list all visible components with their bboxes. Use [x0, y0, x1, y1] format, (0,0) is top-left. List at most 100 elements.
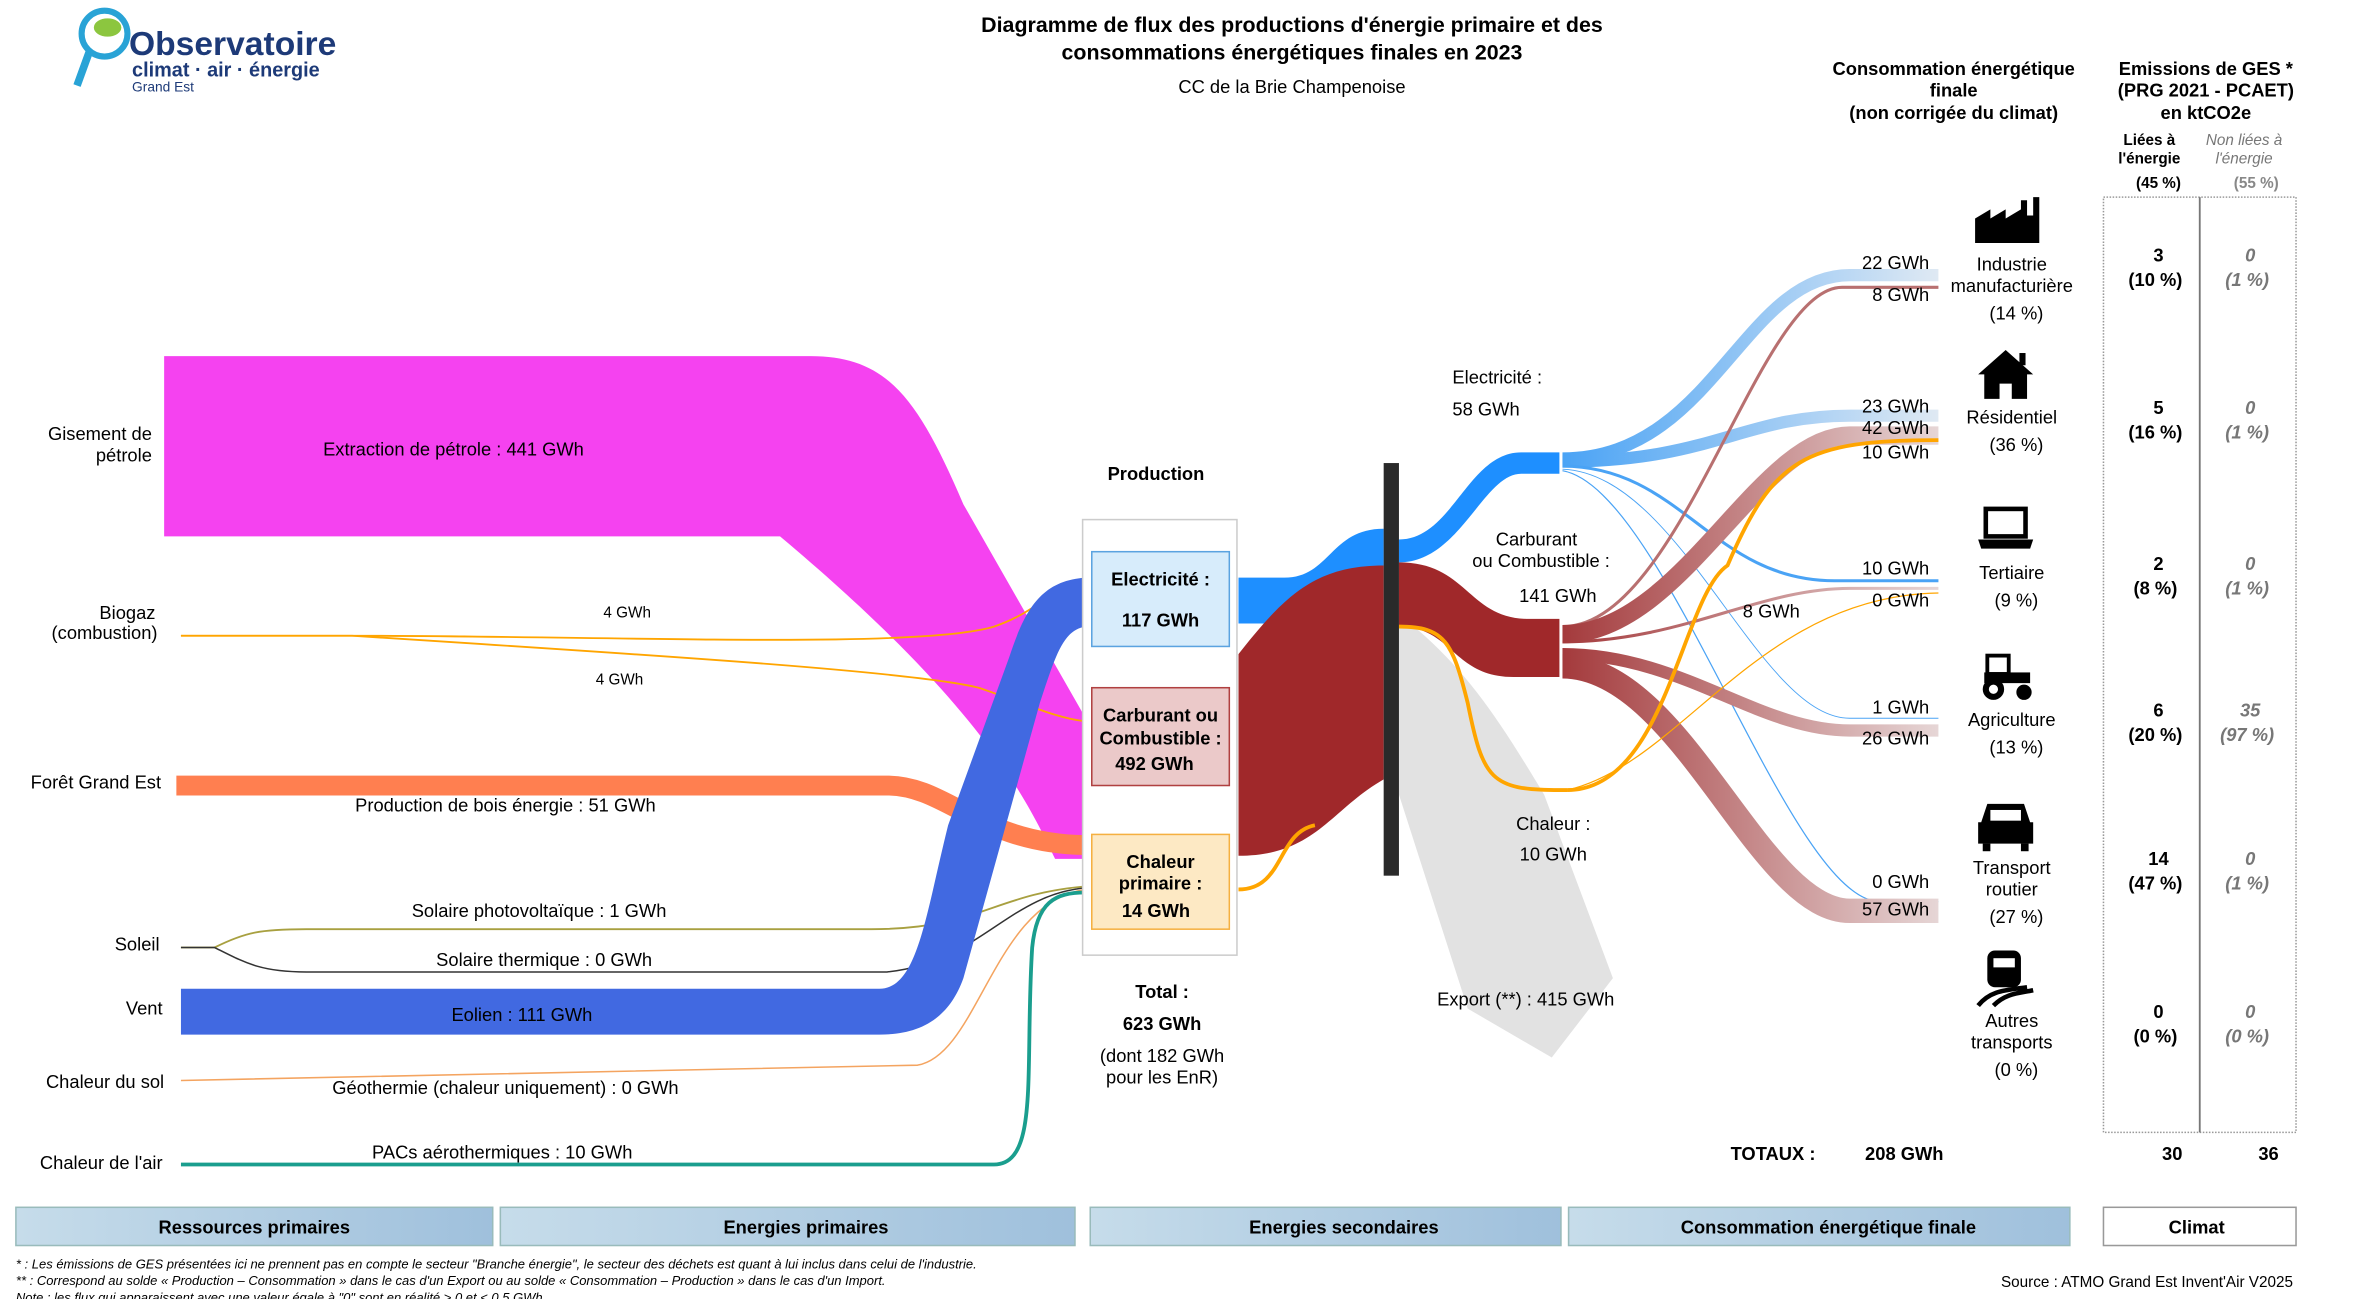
ges-header3: en ktCO2e	[2161, 102, 2252, 123]
subtitle: CC de la Brie Champenoise	[1178, 76, 1405, 97]
flow-bar-carb	[1398, 562, 1560, 678]
source: Source : ATMO Grand Est Invent'Air V2025	[2001, 1274, 2293, 1291]
node-elec-value: 117 GWh	[1122, 610, 1199, 631]
sec-elec-label: Electricité :	[1452, 367, 1542, 388]
ges-nonenergy-value: 0	[2245, 397, 2256, 418]
sector-name: Agriculture	[1968, 709, 2056, 730]
ges-total2: 36	[2258, 1143, 2278, 1164]
factory-icon	[1975, 197, 2040, 243]
sec-chal-value: 10 GWh	[1520, 843, 1587, 864]
ges-energy-pct: (20 %)	[2128, 724, 2182, 745]
footnote-1: * : Les émissions de GES présentées ici …	[16, 1256, 977, 1271]
ges-col2b: l'énergie	[2215, 151, 2272, 168]
resource-biogaz-label2: (combustion)	[52, 622, 158, 643]
ges-energy-value: 5	[2153, 397, 2163, 418]
magnifier-icon	[78, 7, 131, 60]
resource-soleil-label: Soleil	[115, 934, 160, 955]
ges-nonenergy-value: 0	[2245, 1001, 2256, 1022]
flow-petrole-label: Extraction de pétrole : 441 GWh	[323, 438, 584, 459]
ges-nonenergy-value: 0	[2245, 244, 2256, 265]
ges-energy-pct: (8 %)	[2134, 577, 2178, 598]
sector-name: Industrie	[1977, 253, 2047, 274]
flow-biogaz-label1: 4 GWh	[603, 604, 651, 621]
sector-pct: (27 %)	[1989, 906, 2043, 927]
sector-name2: routier	[1986, 879, 2038, 900]
sec-carb-flow: 8 GWh	[1743, 600, 1800, 621]
sector-pct: (0 %)	[1994, 1059, 2038, 1080]
band-label: Energies primaires	[723, 1216, 888, 1237]
flow-biogaz-label2: 4 GWh	[596, 672, 644, 689]
ges-col1b: l'énergie	[2118, 151, 2180, 168]
footnote-2: ** : Correspond au solde « Production – …	[16, 1273, 886, 1288]
ges-nonenergy-pct: (1 %)	[2225, 872, 2269, 893]
distribution-bar	[1383, 463, 1399, 876]
flow-export	[1398, 626, 1613, 1058]
ges-nonenergy-pct: (1 %)	[2225, 422, 2269, 443]
ges-header1: Emissions de GES *	[2119, 58, 2294, 79]
node-carb-value: 492 GWh	[1115, 753, 1193, 774]
resource-petrole-label2: pétrole	[96, 445, 152, 466]
ges-energy-pct: (10 %)	[2128, 269, 2182, 290]
total-value: 623 GWh	[1123, 1013, 1201, 1034]
ges-col2a: Non liées à	[2206, 132, 2283, 149]
flow-chal-to-bar	[1238, 823, 1316, 892]
node-chal-value: 14 GWh	[1122, 900, 1190, 921]
production-title: Production	[1108, 463, 1205, 484]
sec-carb-label1: Carburant	[1496, 529, 1578, 550]
sector-name: Autres	[1985, 1010, 2038, 1031]
node-electricite: Electricité : 117 GWh	[1091, 550, 1231, 648]
sec-carb-label2: ou Combustible :	[1472, 550, 1610, 571]
sector-flow-value: 26 GWh	[1862, 727, 1929, 748]
sec-chal-label: Chaleur :	[1516, 813, 1590, 834]
footnote-3: Note : les flux qui apparaissent avec un…	[16, 1290, 546, 1299]
logo-name: Observatoire	[129, 26, 336, 63]
conso-header3: (non corrigée du climat)	[1849, 102, 2058, 123]
flow-bois-label: Production de bois énergie : 51 GWh	[355, 794, 656, 815]
ges-nonenergy-pct: (97 %)	[2220, 724, 2274, 745]
ges-energy-value: 0	[2153, 1001, 2163, 1022]
flow-pac	[180, 890, 1086, 1167]
laptop-icon	[1978, 506, 2034, 549]
resource-biogaz-label1: Biogaz	[99, 602, 155, 623]
sector-pct: (36 %)	[1989, 434, 2043, 455]
total-enr2: pour les EnR)	[1106, 1067, 1218, 1088]
flow-petrole	[164, 356, 1086, 859]
flow-bar-elec	[1398, 452, 1560, 563]
ges-nonenergy-pct: (1 %)	[2225, 577, 2269, 598]
total-enr1: (dont 182 GWh	[1100, 1045, 1224, 1066]
sector-flow-value: 22 GWh	[1862, 252, 1929, 273]
sec-elec-value: 58 GWh	[1452, 399, 1519, 420]
flows-to-sectors	[1561, 268, 1939, 924]
flow-pv-label: Solaire photovoltaïque : 1 GWh	[412, 900, 667, 921]
ges-col1pct: (45 %)	[2136, 175, 2181, 192]
title-line1: Diagramme de flux des productions d'éner…	[981, 13, 1603, 37]
totals-value: 208 GWh	[1865, 1143, 1943, 1164]
node-chaleur: Chaleur primaire : 14 GWh	[1091, 833, 1231, 930]
sector-name: Transport	[1973, 857, 2051, 878]
ges-energy-value: 2	[2153, 553, 2163, 574]
sector-flow-value: 8 GWh	[1872, 284, 1929, 305]
logo-region: Grand Est	[132, 80, 194, 95]
export-label: Export (**) : 415 GWh	[1437, 989, 1614, 1010]
flow-solaire-th	[180, 887, 1086, 973]
tractor-icon	[1982, 653, 2032, 700]
node-carb-label2: Combustible :	[1099, 727, 1221, 748]
node-chal-label2: primaire :	[1119, 872, 1203, 893]
sector-flow-value: 0 GWh	[1872, 590, 1929, 611]
sector-flow-value: 0 GWh	[1872, 871, 1929, 892]
sector-flow-value: 1 GWh	[1872, 697, 1929, 718]
ges-col2pct: (55 %)	[2234, 175, 2279, 192]
ges-nonenergy-pct: (0 %)	[2225, 1025, 2269, 1046]
sector-name2: manufacturière	[1951, 275, 2073, 296]
car-icon	[1978, 803, 2034, 852]
logo: Observatoire climat · air · énergie Gran…	[73, 7, 336, 95]
resource-foret-label: Forêt Grand Est	[31, 772, 161, 793]
totals-label: TOTAUX :	[1731, 1143, 1816, 1164]
band-label: Energies secondaires	[1249, 1216, 1438, 1237]
logo-sub: climat · air · énergie	[132, 59, 320, 81]
ges-energy-pct: (47 %)	[2128, 872, 2182, 893]
sector-flow-value: 10 GWh	[1862, 441, 1929, 462]
ges-energy-value: 3	[2153, 244, 2163, 265]
